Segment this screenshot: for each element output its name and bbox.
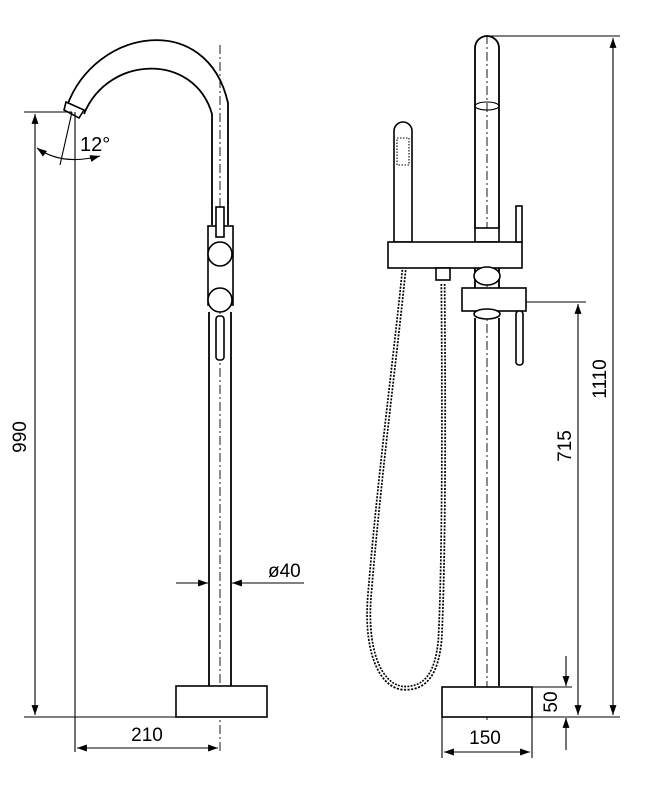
angle-ext-inclined: [59, 111, 73, 166]
mixer-body: [461, 287, 527, 312]
diverter-collar: [474, 227, 500, 243]
column-top-joint: [474, 101, 500, 111]
shower-hose-core: [368, 269, 445, 689]
hose-connector: [435, 267, 451, 281]
floor-base: [175, 685, 268, 718]
hand-shower: [393, 121, 413, 243]
lever-lower: [215, 315, 225, 361]
front-floor-base: [441, 686, 533, 718]
control-knob-upper: [207, 241, 233, 267]
gooseneck-spout: [66, 39, 229, 225]
reach-dimension-label: 210: [131, 725, 163, 746]
shower-hose: [366, 269, 447, 691]
angle-arc: [36, 147, 101, 162]
total-height-label: 1110: [590, 359, 611, 398]
mixer-lever: [515, 310, 524, 366]
control-knob-lower: [207, 287, 233, 313]
diameter-dimension-label: ø40: [268, 561, 301, 582]
lever-height-label: 715: [555, 430, 576, 462]
side-view: 990 12° 210 ø40: [10, 39, 304, 752]
lever-upper: [215, 206, 225, 238]
column-bulge-upper: [473, 266, 501, 286]
base-width-label: 150: [469, 728, 501, 749]
diverter-body: [387, 241, 523, 269]
column-top: [474, 35, 500, 228]
column-bulge-lower: [473, 308, 501, 320]
front-view: 1110 715 50 150: [366, 35, 620, 758]
spout-angle-label: 12°: [80, 134, 110, 156]
hand-shower-face: [396, 137, 410, 166]
spout-nozzle: [63, 100, 86, 120]
base-height-label: 50: [541, 691, 562, 712]
diverter-lever: [515, 205, 523, 243]
height-dimension-label: 990: [10, 421, 31, 453]
